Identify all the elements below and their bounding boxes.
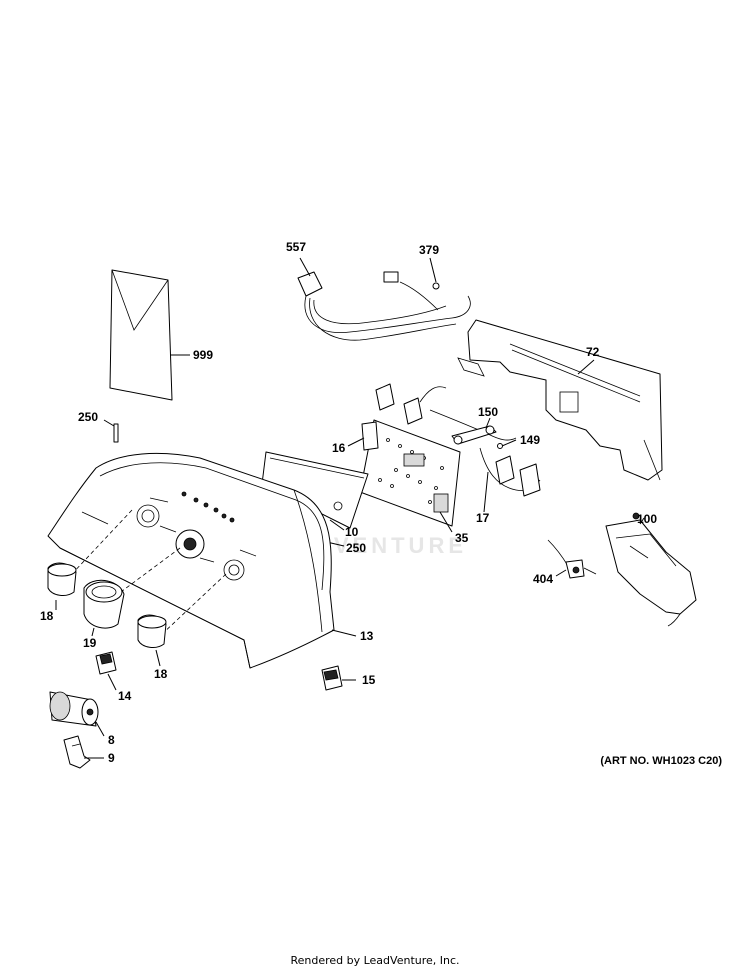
label-999: 999 <box>193 348 213 362</box>
part-557-wire-harness[interactable] <box>297 257 471 341</box>
label-250-right: 250 <box>346 541 366 555</box>
label-14: 14 <box>118 689 132 703</box>
part-404-sensor[interactable] <box>547 539 597 579</box>
part-149-screw[interactable] <box>497 439 517 449</box>
part-100-lid-lock[interactable] <box>605 512 697 627</box>
label-15: 15 <box>362 673 376 687</box>
switch-top-left[interactable] <box>375 383 447 425</box>
label-18-left: 18 <box>40 609 54 623</box>
footer-credit: Rendered by LeadVenture, Inc. <box>290 954 460 967</box>
label-379: 379 <box>419 243 439 257</box>
label-35: 35 <box>455 531 469 545</box>
part-17-switches[interactable] <box>479 447 541 513</box>
label-557: 557 <box>286 240 306 254</box>
part-16-lamp-board[interactable] <box>347 421 379 451</box>
part-379-clip[interactable] <box>429 257 440 290</box>
label-404: 404 <box>533 572 553 586</box>
label-10: 10 <box>345 525 359 539</box>
part-8-encoder[interactable] <box>49 691 105 737</box>
label-150: 150 <box>478 405 498 419</box>
part-10-overlay[interactable] <box>261 451 369 531</box>
part-9-clip[interactable] <box>63 735 104 769</box>
label-16: 16 <box>332 441 346 455</box>
callout-labels: 557 379 72 999 250 150 16 149 17 10 250 … <box>40 240 657 765</box>
part-15-button[interactable] <box>321 665 356 691</box>
part-999-manual[interactable] <box>109 269 190 401</box>
part-150-lid-lock-harness[interactable] <box>429 409 517 445</box>
label-8: 8 <box>108 733 115 747</box>
part-14-button[interactable] <box>95 651 117 691</box>
part-18-knob-left[interactable] <box>47 562 77 610</box>
part-19-knob-center[interactable] <box>83 579 125 637</box>
label-250-left: 250 <box>78 410 98 424</box>
label-19: 19 <box>83 636 97 650</box>
part-18-knob-right[interactable] <box>137 614 167 667</box>
label-18-right: 18 <box>154 667 168 681</box>
part-72-bracket[interactable] <box>457 319 663 481</box>
part-13-console[interactable] <box>47 452 357 669</box>
art-number: (ART NO. WH1023 C20) <box>600 755 722 767</box>
label-17: 17 <box>476 511 490 525</box>
label-149: 149 <box>520 433 540 447</box>
part-35-control-board[interactable] <box>359 419 461 533</box>
part-250-screw-left[interactable] <box>103 419 119 443</box>
label-100: 100 <box>637 512 657 526</box>
label-9: 9 <box>108 751 115 765</box>
label-13: 13 <box>360 629 374 643</box>
label-72: 72 <box>586 345 600 359</box>
